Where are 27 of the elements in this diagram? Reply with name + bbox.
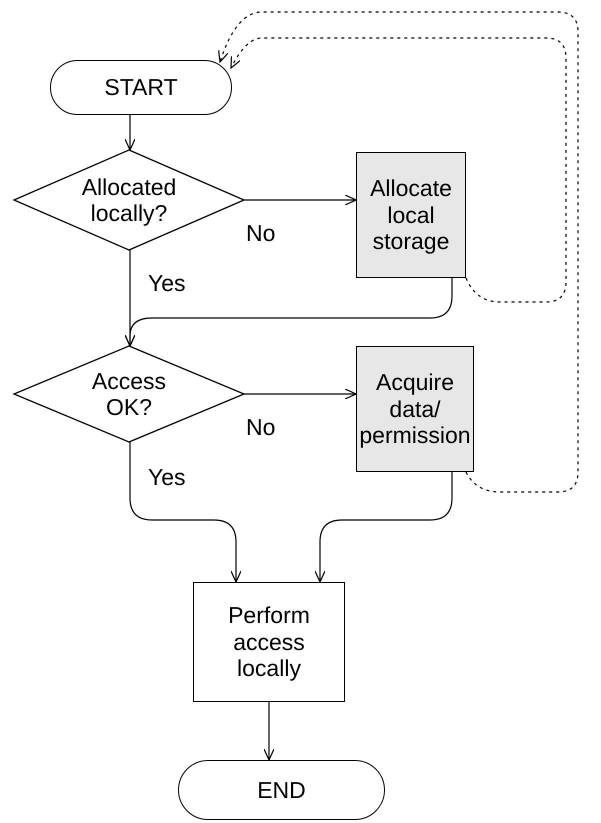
- dashed-arrow: [218, 11, 579, 493]
- edge-label: Yes: [148, 272, 186, 295]
- node-text: Perform access locally: [227, 602, 311, 682]
- arrow: [124, 278, 453, 347]
- arrow: [263, 702, 275, 761]
- process-box: [356, 346, 474, 472]
- decision-diamond: [14, 150, 244, 250]
- arrow: [244, 194, 357, 206]
- node-text: Allocate local storage: [369, 175, 453, 255]
- edge-label: Yes: [148, 466, 186, 489]
- node-text: START: [104, 74, 178, 101]
- node-text: END: [257, 776, 306, 804]
- edge-label: No: [246, 416, 276, 439]
- node-text: Access OK?: [90, 368, 168, 420]
- decision-diamond: [14, 346, 244, 442]
- dashed-arrow: [230, 37, 567, 303]
- node-text: Allocated locally?: [80, 174, 178, 226]
- process-box: [356, 152, 466, 278]
- node-text: Acquire data/ permission: [358, 369, 472, 449]
- arrow: [244, 388, 357, 400]
- terminal-pill: [50, 60, 232, 115]
- edge-label: No: [246, 222, 276, 245]
- terminal-pill: [178, 760, 385, 820]
- arrow: [129, 442, 242, 583]
- arrow: [124, 115, 136, 151]
- arrow: [314, 472, 453, 583]
- process-box: [193, 582, 345, 702]
